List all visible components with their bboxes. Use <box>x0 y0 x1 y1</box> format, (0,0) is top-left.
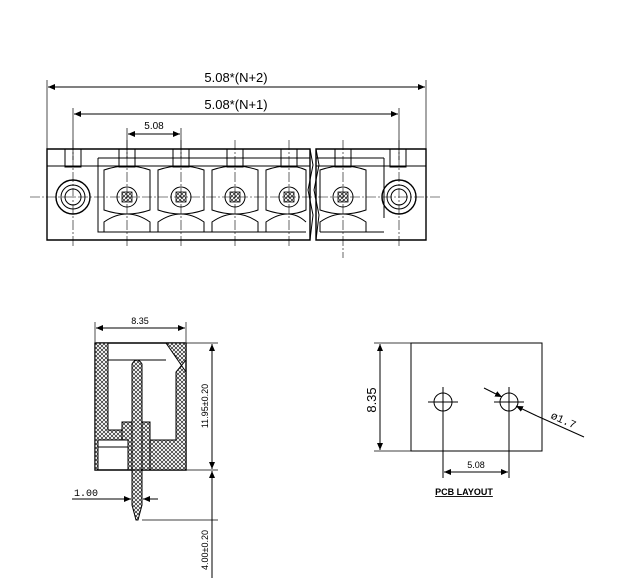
dim-hole-diameter: ø1.7 <box>548 411 577 433</box>
dim-pcb-height: 8.35 <box>364 387 379 412</box>
dim-pin-length: 4.00±0.20 <box>200 530 210 570</box>
dim-inner-length: 5.08*(N+1) <box>204 97 267 112</box>
pcb-layout-title: PCB LAYOUT <box>435 487 493 497</box>
dim-body-width: 8.35 <box>131 316 149 326</box>
top-view: 5.08*(N+2) 5.08*(N+1) 5.08 <box>30 70 442 258</box>
dim-pitch-top: 5.08 <box>144 121 164 132</box>
side-view: 8.35 11.95±0.20 4.00±0.20 1.00 <box>72 316 218 578</box>
dim-pin-thickness: 1.00 <box>74 489 98 500</box>
pcb-layout-view: 8.35 5.08 ø1.7 PCB LAYOUT <box>364 342 585 497</box>
dim-overall-length: 5.08*(N+2) <box>204 70 267 85</box>
dim-pcb-pitch: 5.08 <box>467 460 485 470</box>
dim-body-height: 11.95±0.20 <box>200 384 210 428</box>
pcb-holes <box>428 387 524 478</box>
